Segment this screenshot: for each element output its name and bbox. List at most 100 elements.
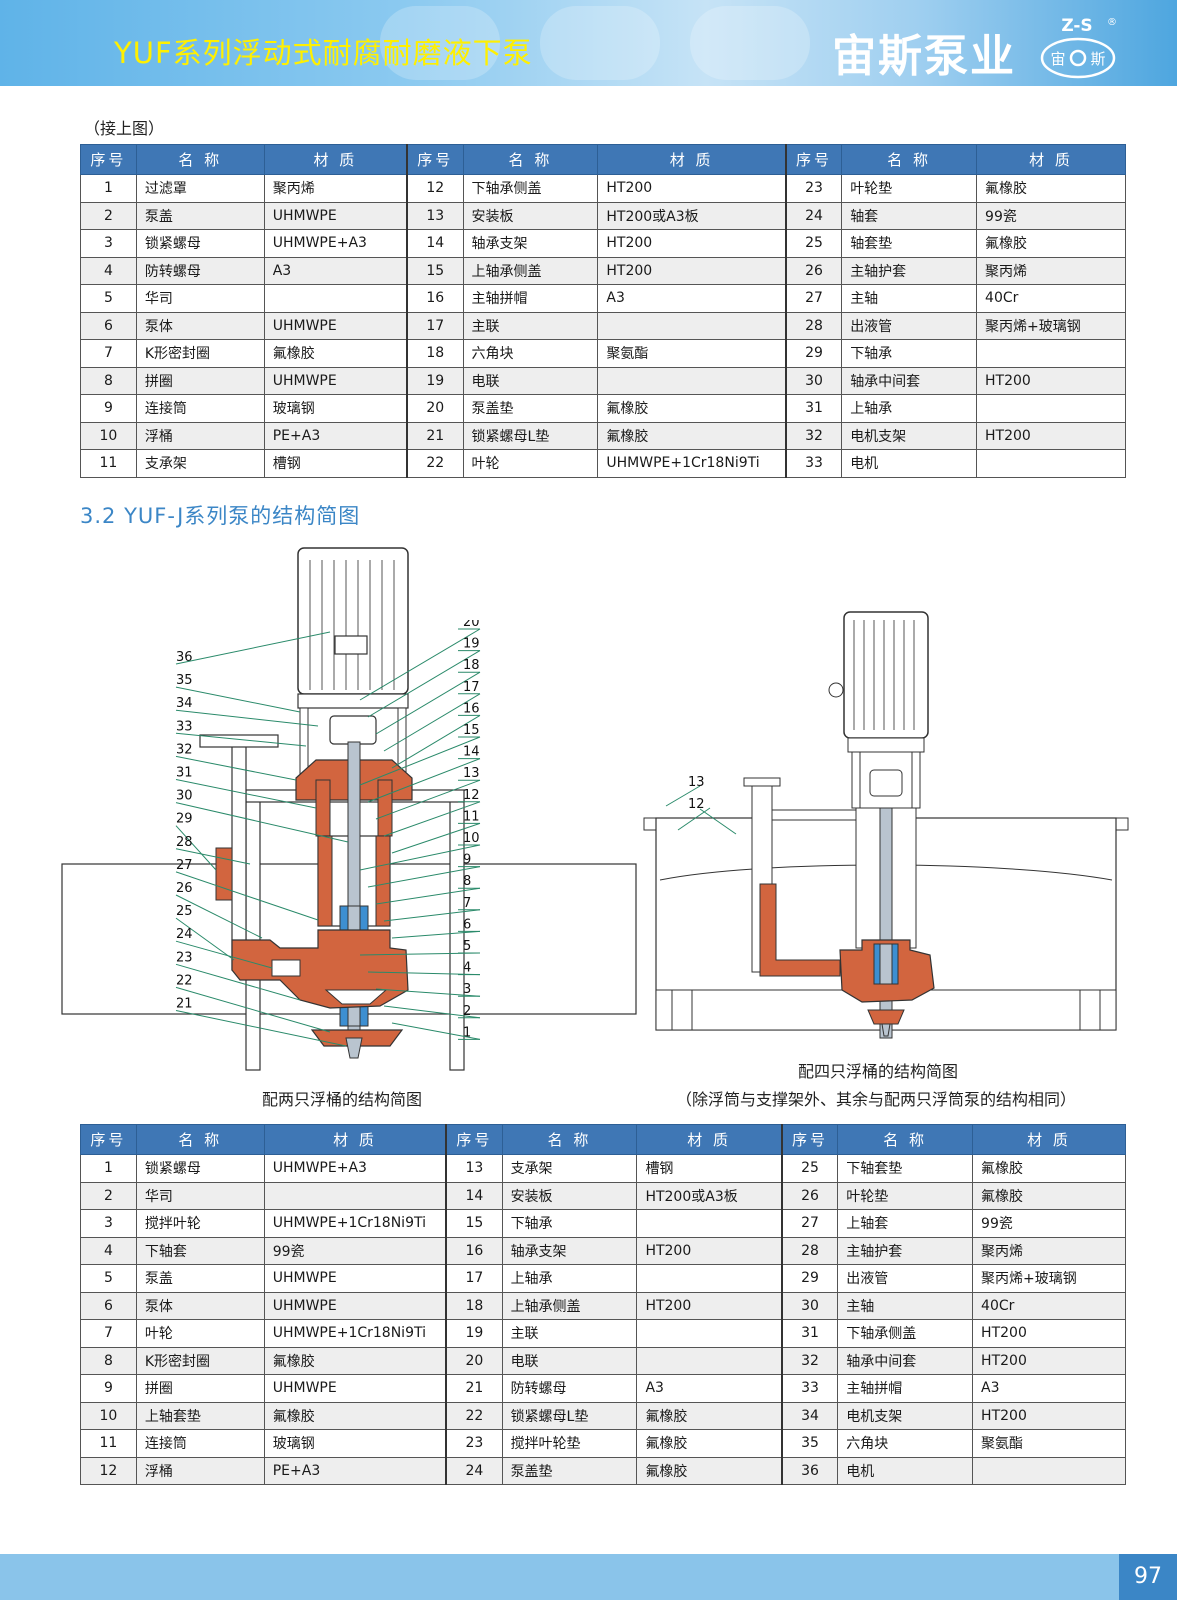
- cell-name: 泵盖垫: [462, 394, 599, 423]
- cell-index: 25: [780, 1154, 839, 1183]
- cell-material: A3: [597, 284, 787, 313]
- motor: [843, 611, 929, 739]
- callout-16: 16: [463, 701, 480, 716]
- cell-index: 13: [406, 201, 464, 230]
- cell-name: 轴承中间套: [841, 366, 978, 395]
- cell-index: 21: [406, 421, 464, 450]
- callout-5: 5: [463, 939, 471, 954]
- cell-material: 氟橡胶: [976, 229, 1126, 258]
- callout-27: 27: [176, 858, 193, 873]
- cell-name: 主轴: [837, 1291, 974, 1320]
- impeller: [324, 989, 388, 1005]
- cell-name: 锁紧螺母L垫: [462, 421, 599, 450]
- cell-material: A3: [636, 1374, 783, 1403]
- cell-name: 主轴拼帽: [462, 284, 599, 313]
- cell-name: 锁紧螺母: [135, 1154, 265, 1183]
- callout-12: 12: [463, 788, 480, 803]
- callout-9: 9: [463, 853, 471, 868]
- page-number: 97: [1134, 1564, 1162, 1589]
- cell-index: 21: [445, 1374, 503, 1403]
- col-header-index: 序号: [80, 1124, 137, 1155]
- cell-index: 1: [80, 174, 137, 203]
- cell-material: UHMWPE: [263, 201, 408, 230]
- cell-material: HT200: [972, 1319, 1126, 1348]
- cell-index: 13: [445, 1154, 503, 1183]
- cell-name: 上轴承: [501, 1264, 638, 1293]
- callout-33: 33: [176, 719, 193, 734]
- cell-material: [263, 284, 408, 313]
- callout-13: 13: [463, 766, 480, 781]
- cell-index: 3: [80, 229, 137, 258]
- cell-name: 下轴套垫: [837, 1154, 974, 1183]
- cell-name: 出液管: [837, 1264, 974, 1293]
- cell-material: 槽钢: [263, 449, 408, 478]
- cell-material: 氟橡胶: [597, 421, 787, 450]
- cell-material: 99瓷: [263, 1236, 447, 1265]
- cell-index: 6: [80, 1291, 137, 1320]
- col-header-material: 材 质: [263, 1124, 447, 1155]
- cell-index: 27: [780, 1209, 839, 1238]
- cell-index: 31: [780, 1319, 839, 1348]
- cell-material: [636, 1209, 783, 1238]
- col-header-index: 序号: [80, 144, 137, 175]
- col-header-material: 材 质: [972, 1124, 1126, 1155]
- cell-index: 31: [784, 394, 843, 423]
- cell-name: 电联: [501, 1346, 638, 1375]
- cell-material: UHMWPE+1Cr18Ni9Ti: [263, 1319, 447, 1348]
- cell-index: 16: [445, 1236, 503, 1265]
- callout-22: 22: [176, 973, 193, 988]
- cell-material: UHMWPE+1Cr18Ni9Ti: [597, 449, 787, 478]
- document-title: YUF系列浮动式耐腐耐磨液下泵: [114, 36, 533, 70]
- cell-material: HT200: [597, 229, 787, 258]
- svg-text:斯: 斯: [1090, 50, 1105, 68]
- cell-material: 聚氨酯: [597, 339, 787, 368]
- cell-material: 40Cr: [972, 1291, 1126, 1320]
- brand-logo: Z-S ® 宙 斯: [1040, 16, 1117, 79]
- cell-name: 锁紧螺母L垫: [501, 1401, 638, 1430]
- col-header-material: 材 质: [597, 144, 787, 175]
- cell-name: 叶轮垫: [837, 1181, 974, 1210]
- cell-index: 26: [784, 256, 843, 285]
- callout-32: 32: [176, 742, 193, 757]
- cell-index: 14: [406, 229, 464, 258]
- cell-index: 34: [780, 1401, 839, 1430]
- cell-material: 氟橡胶: [263, 339, 408, 368]
- col-header-material: 材 质: [976, 144, 1126, 175]
- cell-name: 连接筒: [135, 1429, 265, 1458]
- cell-index: 17: [406, 311, 464, 340]
- col-header-name: 名 称: [135, 144, 265, 175]
- cell-name: 上轴套: [837, 1209, 974, 1238]
- cell-material: 氟橡胶: [636, 1429, 783, 1458]
- pump-diagram-two-floats: [61, 547, 637, 1071]
- cell-name: 过滤罩: [135, 174, 265, 203]
- cell-index: 10: [80, 421, 137, 450]
- diagram-right-caption-note: （除浮筒与支撑架外、其余与配两只浮筒泵的结构相同）: [676, 1090, 1077, 1109]
- col-header-name: 名 称: [841, 144, 978, 175]
- cell-index: 5: [80, 1264, 137, 1293]
- col-header-name: 名 称: [837, 1124, 974, 1155]
- cell-name: 防转螺母: [501, 1374, 638, 1403]
- callout-7: 7: [463, 896, 471, 911]
- cell-index: 25: [784, 229, 843, 258]
- cell-name: 叶轮: [462, 449, 599, 478]
- cell-material: HT200: [972, 1346, 1126, 1375]
- diagram-right-caption: 配四只浮桶的结构简图: [798, 1062, 959, 1081]
- cell-index: 8: [80, 366, 137, 395]
- callout-24: 24: [176, 927, 193, 942]
- cell-material: 玻璃钢: [263, 1429, 447, 1458]
- cell-name: K形密封圈: [135, 1346, 265, 1375]
- cell-material: [972, 1456, 1126, 1485]
- cell-index: 10: [80, 1401, 137, 1430]
- callout-14: 14: [463, 745, 480, 760]
- callout-25: 25: [176, 904, 193, 919]
- cell-name: 电联: [462, 366, 599, 395]
- col-header-name: 名 称: [462, 144, 599, 175]
- main-shaft: [879, 807, 893, 1039]
- cell-index: 17: [445, 1264, 503, 1293]
